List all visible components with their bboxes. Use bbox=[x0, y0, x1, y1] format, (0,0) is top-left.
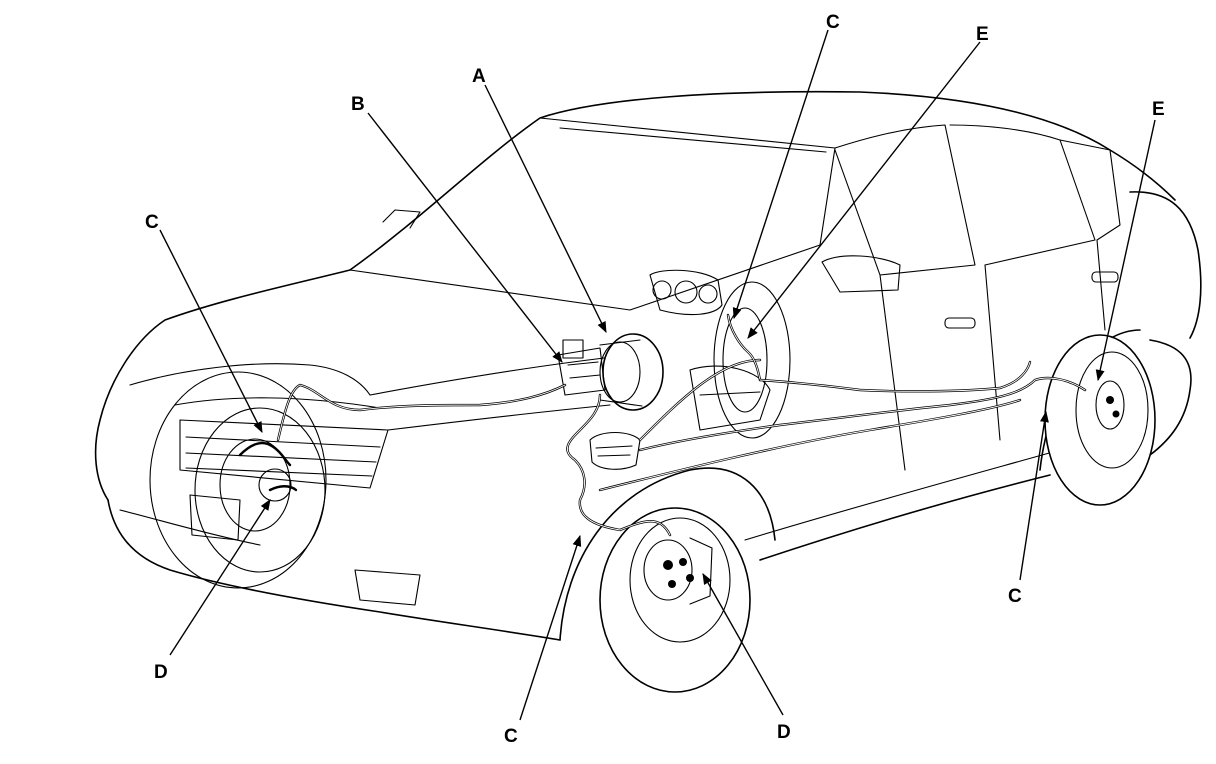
callout-a: A bbox=[472, 66, 486, 87]
callout-c-top: C bbox=[826, 12, 840, 33]
brake-lines bbox=[238, 313, 1087, 537]
master-cylinder bbox=[557, 339, 606, 396]
rear-right-wheel bbox=[1044, 334, 1156, 506]
front-left-wheel bbox=[149, 371, 327, 589]
brake-booster bbox=[599, 333, 664, 411]
callout-c-right: C bbox=[1008, 586, 1022, 607]
rear-left-wheel bbox=[713, 281, 791, 439]
callout-e-top: E bbox=[976, 24, 989, 45]
callout-e-right: E bbox=[1152, 99, 1165, 120]
callout-leaders bbox=[159, 29, 1156, 721]
callout-d-left: D bbox=[154, 662, 168, 683]
callout-d-bottom: D bbox=[777, 722, 791, 743]
car-body bbox=[94, 90, 1202, 641]
callout-c-left: C bbox=[145, 212, 159, 233]
brake-pedal-assembly bbox=[689, 365, 771, 431]
instrument-cluster bbox=[649, 269, 723, 316]
callout-c-bottom: C bbox=[504, 726, 518, 747]
front-right-wheel bbox=[599, 507, 751, 693]
callout-b: B bbox=[351, 94, 365, 115]
abs-modulator bbox=[589, 431, 641, 470]
